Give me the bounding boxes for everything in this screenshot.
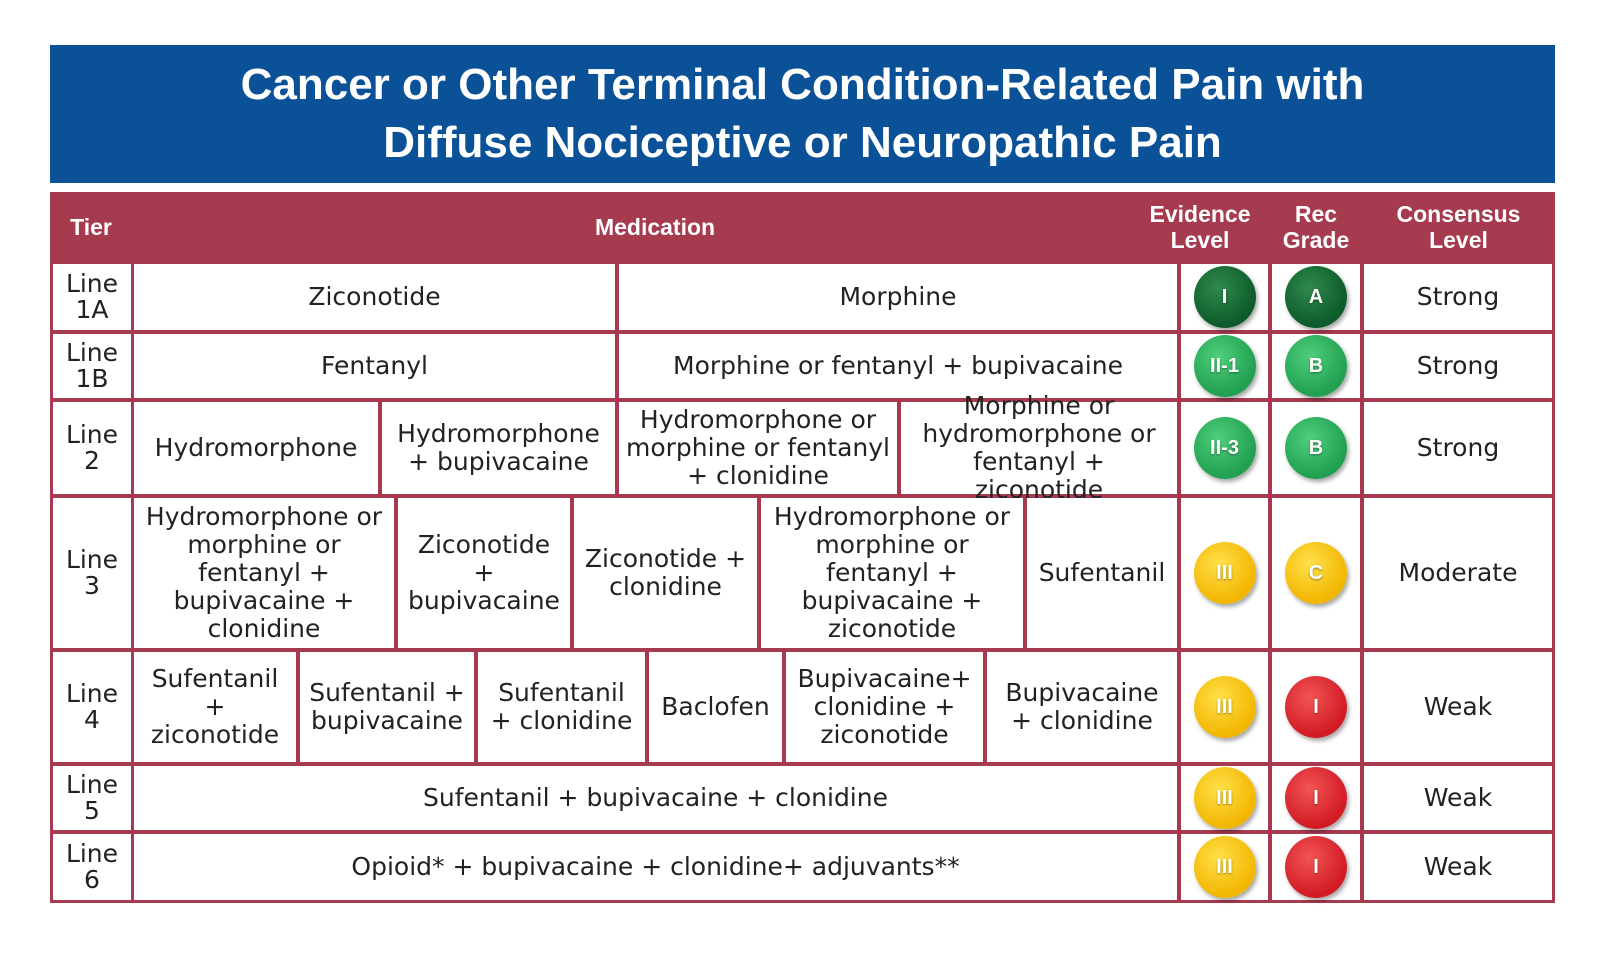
consensus-cell: Strong <box>1364 334 1552 398</box>
header-medication: Medication <box>594 214 716 240</box>
tier-cell: Line 5 <box>53 766 131 830</box>
evidence-level-cell: II-1 <box>1181 334 1268 398</box>
medication-cell: Fentanyl <box>134 334 615 398</box>
grade-badge-icon: B <box>1285 417 1347 479</box>
medication-cell: Morphine <box>619 264 1177 330</box>
tier-cell: Line 1B <box>53 334 131 398</box>
medication-cell: Sufentanil + clonidine <box>478 652 645 762</box>
medication-cell: Opioid* + bupivacaine + clonidine+ adjuv… <box>134 834 1177 900</box>
rec-grade-cell: I <box>1272 766 1360 830</box>
evidence-badge-icon: II-1 <box>1193 335 1256 397</box>
title-line-2: Diffuse Nociceptive or Neuropathic Pain <box>383 118 1222 167</box>
tier-cell: Line 3 <box>53 498 131 648</box>
medication-cell: Morphine or fentanyl + bupivacaine <box>619 334 1177 398</box>
evidence-level-cell: III <box>1181 498 1268 648</box>
grade-badge-icon: I <box>1285 676 1347 738</box>
medication-cell: Hydromorphone or morphine or fentanyl + … <box>134 498 394 648</box>
header-tier: Tier <box>70 214 112 240</box>
medication-cell: Baclofen <box>649 652 782 762</box>
grade-badge-icon: B <box>1285 335 1347 397</box>
evidence-badge-icon: I <box>1193 266 1256 328</box>
medication-cell: Sufentanil + bupivacaine + clonidine <box>134 766 1177 830</box>
medication-cell: Hydromorphone or morphine or fentanyl + … <box>619 402 897 494</box>
medication-cell: Ziconotide <box>134 264 615 330</box>
evidence-level-cell: I <box>1181 264 1268 330</box>
rec-grade-cell: I <box>1272 652 1360 762</box>
recommendation-table: Tier Medication Evidence Level Rec Grade… <box>50 192 1555 903</box>
evidence-level-cell: II-3 <box>1181 402 1268 494</box>
rec-grade-cell: C <box>1272 498 1360 648</box>
medication-cell: Sufentanil <box>1027 498 1177 648</box>
medication-cell: Bupivacaine + clonidine <box>987 652 1177 762</box>
medication-cell: Morphine or hydromorphone or fentanyl + … <box>901 392 1177 504</box>
medication-cell: Sufentanil + ziconotide <box>134 652 296 762</box>
medication-cell: Bupivacaine+ clonidine + ziconotide <box>786 652 983 762</box>
title-line-1: Cancer or Other Terminal Condition-Relat… <box>240 60 1365 109</box>
medication-cell: Sufentanil + bupivacaine <box>300 652 474 762</box>
evidence-badge-icon: III <box>1193 836 1256 898</box>
evidence-badge-icon: III <box>1193 767 1256 829</box>
grade-badge-icon: I <box>1285 767 1347 829</box>
grade-badge-icon: I <box>1285 836 1347 898</box>
medication-cell: Hydromorphone or morphine or fentanyl + … <box>761 498 1023 648</box>
rec-grade-cell: A <box>1272 264 1360 330</box>
consensus-cell: Weak <box>1364 652 1552 762</box>
evidence-level-cell: III <box>1181 766 1268 830</box>
tier-cell: Line 6 <box>53 834 131 900</box>
medication-cell: Ziconotide + clonidine <box>574 498 757 648</box>
medication-cell: Hydromorphone <box>134 402 378 494</box>
medication-cell: Ziconotide + bupivacaine <box>398 498 570 648</box>
evidence-badge-icon: III <box>1193 542 1256 604</box>
consensus-cell: Strong <box>1364 264 1552 330</box>
consensus-cell: Weak <box>1364 766 1552 830</box>
tier-cell: Line 2 <box>53 402 131 494</box>
tier-cell: Line 1A <box>53 264 131 330</box>
rec-grade-cell: B <box>1272 402 1360 494</box>
tier-cell: Line 4 <box>53 652 131 762</box>
consensus-cell: Moderate <box>1364 498 1552 648</box>
header-consensus-level: Consensus Level <box>1396 201 1521 253</box>
header-evidence-level: Evidence Level <box>1149 201 1251 253</box>
consensus-cell: Strong <box>1364 402 1552 494</box>
medication-cell: Hydromorphone + bupivacaine <box>382 402 615 494</box>
grade-badge-icon: A <box>1285 266 1347 328</box>
evidence-badge-icon: III <box>1193 676 1256 738</box>
grade-badge-icon: C <box>1285 542 1347 604</box>
page-title: Cancer or Other Terminal Condition-Relat… <box>50 45 1555 183</box>
rec-grade-cell: B <box>1272 334 1360 398</box>
evidence-level-cell: III <box>1181 652 1268 762</box>
rec-grade-cell: I <box>1272 834 1360 900</box>
evidence-badge-icon: II-3 <box>1193 417 1256 479</box>
evidence-level-cell: III <box>1181 834 1268 900</box>
header-rec-grade: Rec Grade <box>1282 201 1350 253</box>
consensus-cell: Weak <box>1364 834 1552 900</box>
